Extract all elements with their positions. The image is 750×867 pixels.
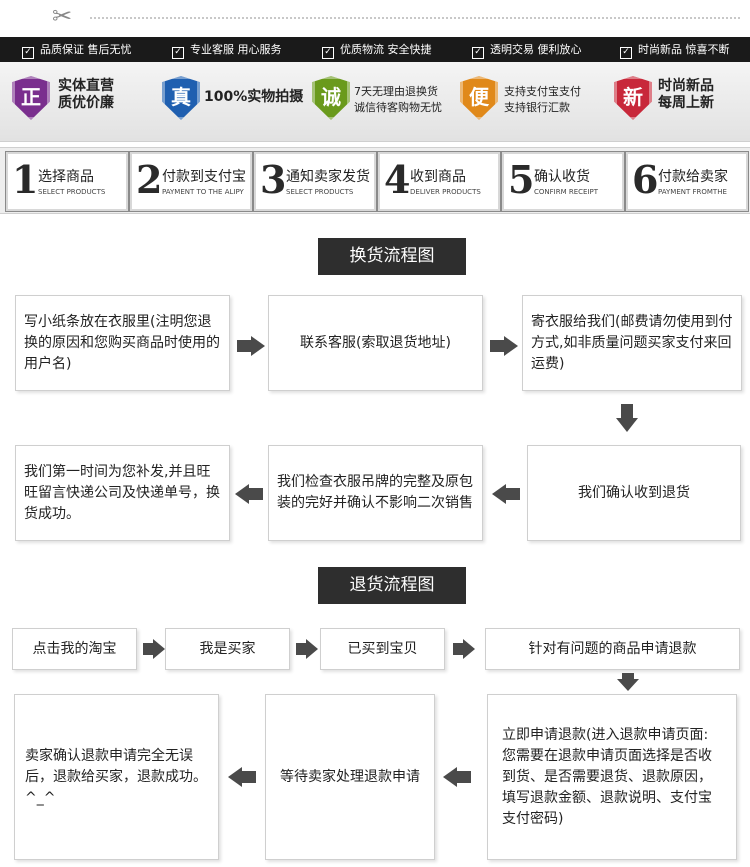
refund-step-4: 针对有问题的商品申请退款: [485, 628, 740, 670]
badge-text: 实体直营质优价廉: [58, 78, 114, 111]
step-3: 3 通知卖家发货 SELECT PRODUCTS: [253, 151, 377, 212]
badge-band: 正 实体直营质优价廉 真 100%实物拍摄 诚 7天无理由退换货诚信待客购物无忧…: [0, 62, 750, 142]
step-bar: 1 选择商品 SELECT PRODUCTS 2 付款到支付宝 PAYMENT …: [0, 147, 750, 214]
step-4: 4 收到商品 DELIVER PRODUCTS: [377, 151, 501, 212]
shield-icon: 真: [162, 76, 200, 120]
checkbox-icon: ✓: [322, 47, 334, 59]
refund-step-2: 我是买家: [165, 628, 290, 670]
checkbox-icon: ✓: [172, 47, 184, 59]
exchange-title: 换货流程图: [318, 238, 466, 275]
badge-text: 100%实物拍摄: [204, 89, 304, 105]
promise-item: ✓时尚新品 惊喜不断: [620, 37, 730, 62]
step-2: 2 付款到支付宝 PAYMENT TO THE ALIPY: [129, 151, 253, 212]
step-6: 6 付款给卖家 PAYMENT FROMTHE: [625, 151, 749, 212]
shield-icon: 诚: [312, 76, 350, 120]
refund-step-1: 点击我的淘宝: [12, 628, 137, 670]
exchange-step-1: 写小纸条放在衣服里(注明您退换的原因和您购买商品时使用的用户名): [15, 295, 230, 391]
shield-icon: 便: [460, 76, 498, 120]
badge-text: 7天无理由退换货诚信待客购物无忧: [354, 85, 442, 114]
promise-item: ✓品质保证 售后无忧: [22, 37, 132, 62]
refund-title: 退货流程图: [318, 567, 466, 604]
exchange-step-2: 联系客服(索取退货地址): [268, 295, 483, 391]
promise-item: ✓优质物流 安全快捷: [322, 37, 432, 62]
exchange-step-3: 寄衣服给我们(邮费请勿使用到付方式,如非质量问题买家支付来回运费): [522, 295, 742, 391]
step-5: 5 确认收货 CONFIRM RECEIPT: [501, 151, 625, 212]
checkbox-icon: ✓: [22, 47, 34, 59]
exchange-step-4: 我们确认收到退货: [527, 445, 741, 541]
refund-step-6: 等待卖家处理退款申请: [265, 694, 435, 860]
refund-step-5: 立即申请退款(进入退款申请页面:您需要在退款申请页面选择是否收到货、是否需要退货…: [487, 694, 737, 860]
promise-bar: ✓品质保证 售后无忧 ✓专业客服 用心服务 ✓优质物流 安全快捷 ✓透明交易 便…: [0, 37, 750, 62]
exchange-step-5: 我们检查衣服吊牌的完整及原包装的完好并确认不影响二次销售: [268, 445, 483, 541]
badge-text: 时尚新品每周上新: [658, 78, 714, 111]
promise-item: ✓专业客服 用心服务: [172, 37, 282, 62]
exchange-step-6: 我们第一时间为您补发,并且旺旺留言快递公司及快递单号，换货成功。: [15, 445, 230, 541]
badge-text: 支持支付宝支付支持银行汇款: [504, 85, 581, 114]
refund-step-3: 已买到宝贝: [320, 628, 445, 670]
shield-icon: 正: [12, 76, 50, 120]
refund-step-7: 卖家确认退款申请完全无误后，退款给买家，退款成功。 ^_^: [14, 694, 219, 860]
step-1: 1 选择商品 SELECT PRODUCTS: [5, 151, 129, 212]
scissors-icon: ✂: [52, 2, 73, 30]
checkbox-icon: ✓: [620, 47, 632, 59]
cut-line: [90, 17, 740, 19]
promise-item: ✓透明交易 便利放心: [472, 37, 582, 62]
checkbox-icon: ✓: [472, 47, 484, 59]
shield-icon: 新: [614, 76, 652, 120]
